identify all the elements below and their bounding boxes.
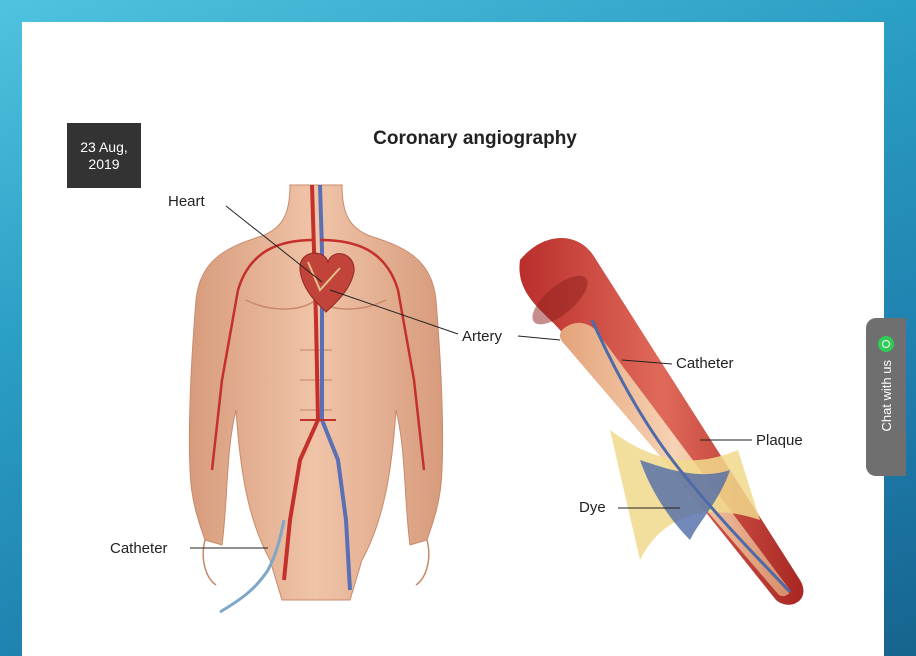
label-catheter-body: Catheter	[110, 540, 168, 557]
label-plaque: Plaque	[756, 432, 803, 449]
label-catheter-vessel: Catheter	[676, 355, 734, 372]
label-dye: Dye	[579, 499, 606, 516]
whatsapp-icon	[878, 336, 894, 352]
artery-closeup	[519, 238, 803, 605]
label-heart: Heart	[168, 193, 205, 210]
label-artery: Artery	[462, 328, 502, 345]
chat-widget[interactable]: Chat with us	[866, 318, 906, 476]
chat-label: Chat with us	[879, 360, 894, 432]
